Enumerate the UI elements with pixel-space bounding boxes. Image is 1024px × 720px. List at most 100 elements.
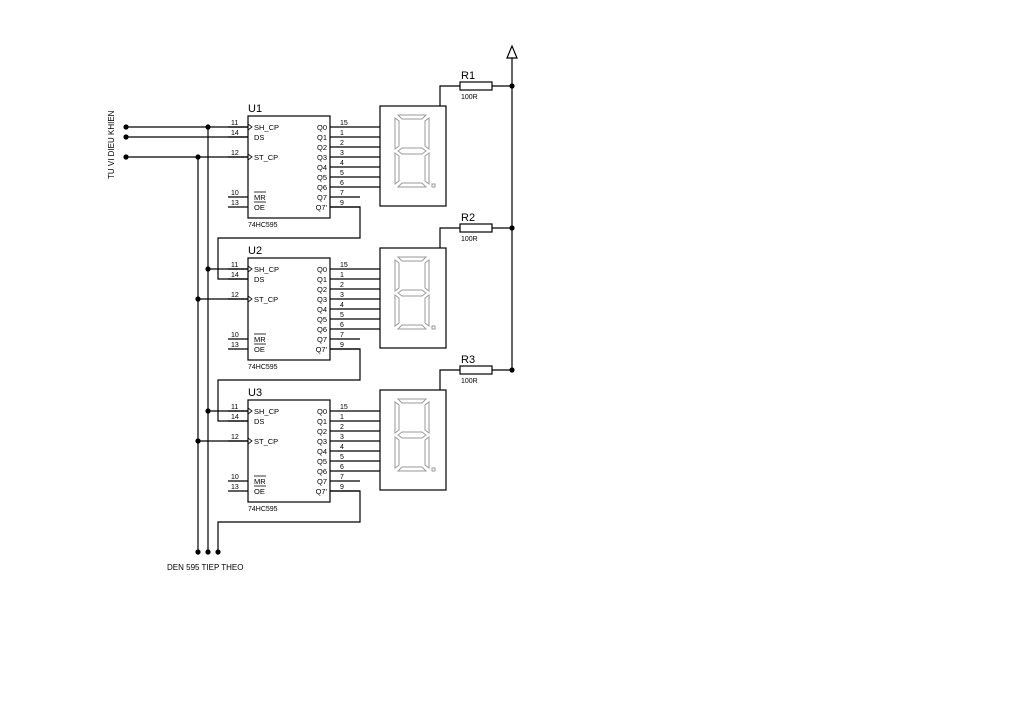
pin-number: 1 <box>340 272 344 279</box>
pin-number: 14 <box>231 414 239 421</box>
cascade-wire <box>217 206 361 280</box>
chip-ref: U1 <box>248 103 262 115</box>
pin-name: Q5 <box>317 173 327 182</box>
chip-ref: U2 <box>248 245 262 257</box>
resistor-ref: R2 <box>461 212 475 224</box>
pin-name: Q1 <box>317 417 327 426</box>
pin-name: Q3 <box>317 153 327 162</box>
output-terminal <box>205 549 211 555</box>
display-segment <box>396 398 428 404</box>
pin-name: Q3 <box>317 437 327 446</box>
junction-dot <box>205 408 211 414</box>
display-segment <box>397 147 427 155</box>
pin-name: DS <box>254 417 264 426</box>
pin-name: ST_CP <box>254 295 278 304</box>
pin-name: Q5 <box>317 315 327 324</box>
chip-ref: U3 <box>248 387 262 399</box>
pin-name: DS <box>254 275 264 284</box>
pin-name: SH_CP <box>254 265 279 274</box>
display-segment <box>424 436 430 469</box>
pin-number: 12 <box>231 434 239 441</box>
pin-name: Q7' <box>316 487 328 496</box>
pin-number: 15 <box>340 120 348 127</box>
pin-number: 2 <box>340 140 344 147</box>
pin-number: 6 <box>340 180 344 187</box>
pin-name: MR <box>254 335 266 344</box>
clock-edge-icon <box>247 407 253 415</box>
pin-name: Q7 <box>317 335 327 344</box>
pin-name: Q4 <box>317 163 327 172</box>
pin-number: 9 <box>340 484 344 491</box>
pin-name: ST_CP <box>254 437 278 446</box>
display-segment <box>424 152 430 185</box>
pin-name: Q1 <box>317 133 327 142</box>
input-terminal <box>123 124 129 130</box>
pin-name: Q7' <box>316 345 328 354</box>
pin-number: 2 <box>340 282 344 289</box>
pin-name: Q4 <box>317 305 327 314</box>
output-label: DEN 595 TIEP THEO <box>167 563 243 572</box>
resistor-r3 <box>459 365 493 375</box>
shift-register-u2 <box>247 257 331 361</box>
chip-part: 74HC595 <box>248 506 278 513</box>
pin-name: SH_CP <box>254 407 279 416</box>
display-segment <box>424 401 430 434</box>
display-dp-segment <box>431 325 436 330</box>
pin-number: 3 <box>340 292 344 299</box>
pin-name: Q7 <box>317 193 327 202</box>
pin-name: Q7 <box>317 477 327 486</box>
pin-number: 3 <box>340 434 344 441</box>
wires <box>123 44 518 555</box>
pin-number: 9 <box>340 342 344 349</box>
seven-segment-display <box>379 247 447 349</box>
display-dp-segment <box>431 183 436 188</box>
pin-name: DS <box>254 133 264 142</box>
pin-number: 13 <box>231 484 239 491</box>
pin-name: Q2 <box>317 285 327 294</box>
pin-name: Q6 <box>317 183 327 192</box>
junction-dot <box>509 83 515 89</box>
input-terminal <box>123 154 129 160</box>
pin-name: ST_CP <box>254 153 278 162</box>
pin-name: SH_CP <box>254 123 279 132</box>
pin-number: 11 <box>231 120 238 127</box>
pin-name: OE <box>254 345 265 354</box>
pin-number: 4 <box>340 444 344 451</box>
pin-number: 6 <box>340 464 344 471</box>
pin-name: Q5 <box>317 457 327 466</box>
pin-name: MR <box>254 193 266 202</box>
junction-dot <box>509 225 515 231</box>
input-terminal <box>123 134 129 140</box>
pin-number: 7 <box>340 474 344 481</box>
resistor-ref: R3 <box>461 354 475 366</box>
pin-number: 12 <box>231 292 239 299</box>
clock-edge-icon <box>247 437 253 445</box>
pin-number: 5 <box>340 454 344 461</box>
pin-name: Q1 <box>317 275 327 284</box>
clock-edge-icon <box>247 153 253 161</box>
pin-number: 2 <box>340 424 344 431</box>
display-segment <box>394 436 400 469</box>
pin-number: 10 <box>231 474 239 481</box>
resistor-value: 100R <box>461 378 478 385</box>
pin-number: 5 <box>340 312 344 319</box>
display-segment <box>397 431 427 439</box>
resistor-value: 100R <box>461 236 478 243</box>
vcc-arrow-icon <box>506 44 518 59</box>
output-terminal <box>195 549 201 555</box>
pin-number: 11 <box>231 262 238 269</box>
pin-number: 1 <box>340 130 344 137</box>
seven-segment-display <box>379 389 447 491</box>
display-segment <box>396 256 428 262</box>
pin-number: 7 <box>340 190 344 197</box>
display-segment <box>424 294 430 327</box>
pin-name: Q2 <box>317 427 327 436</box>
pin-number: 7 <box>340 332 344 339</box>
clock-edge-icon <box>247 295 253 303</box>
pin-number: 11 <box>231 404 238 411</box>
pin-number: 5 <box>340 170 344 177</box>
pin-name: OE <box>254 203 265 212</box>
junction-dot <box>205 266 211 272</box>
